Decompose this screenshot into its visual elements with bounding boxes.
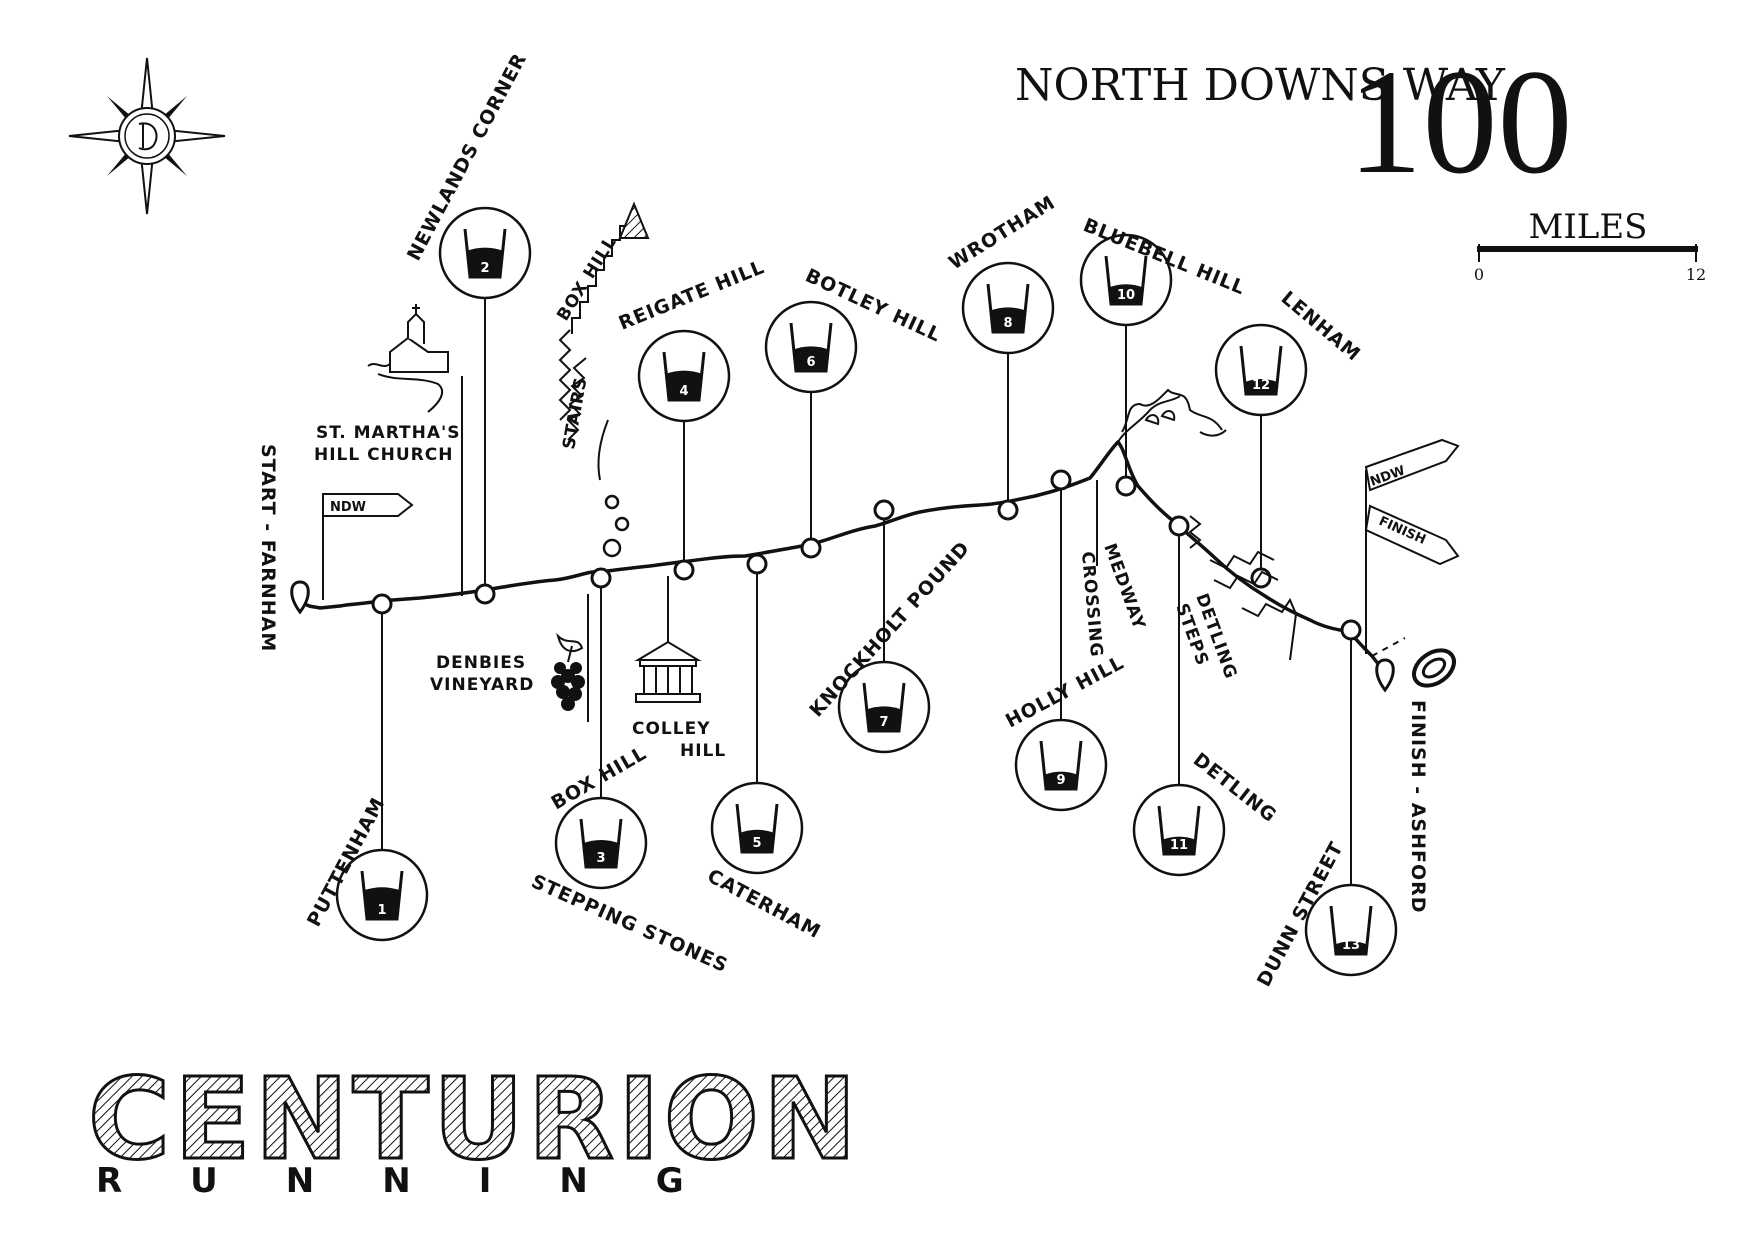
checkpoint-number: 9 xyxy=(1056,773,1065,788)
checkpoint-circle xyxy=(1214,323,1308,417)
cup-fill-icon xyxy=(666,370,702,400)
cup-fill-icon xyxy=(793,346,829,371)
title-text: NORTH DOWNS WAY xyxy=(1015,60,1506,111)
start-sign-text: NDW xyxy=(330,500,366,515)
steps-icon xyxy=(1188,515,1298,661)
checkpoint-circle xyxy=(1304,883,1398,977)
route-node xyxy=(746,553,768,575)
checkpoint-circle xyxy=(1014,718,1108,812)
route-line xyxy=(298,440,1387,674)
title-block: NORTH DOWNS WAY 100 MILES 0 12 xyxy=(1015,39,1706,284)
colley-label-2: HILL xyxy=(680,741,726,761)
vineyard-label-1: DENBIES xyxy=(436,653,526,673)
cup-fill-icon xyxy=(583,840,619,867)
route-node xyxy=(474,583,496,605)
vineyard-label-2: VINEYARD xyxy=(430,675,534,695)
route-node xyxy=(590,567,612,589)
checkpoint-number: 6 xyxy=(806,355,815,370)
checkpoint-number: 1 xyxy=(377,903,386,918)
colley-label-1: COLLEY xyxy=(632,719,711,739)
route-node xyxy=(1050,469,1072,491)
checkpoint-circle xyxy=(1079,233,1173,327)
cup-fill-icon xyxy=(1335,941,1367,954)
checkpoint-number: 3 xyxy=(596,851,605,866)
route-node xyxy=(1340,619,1362,641)
church-label-2: HILL CHURCH xyxy=(314,445,453,465)
route-node xyxy=(1168,515,1190,537)
stairs-label-2: STAIRS xyxy=(559,375,591,451)
checkpoint-circle xyxy=(1132,783,1226,877)
route-node xyxy=(800,537,822,559)
checkpoint-number: 12 xyxy=(1252,378,1270,393)
route-node xyxy=(371,593,393,615)
distance-number: 100 xyxy=(1348,39,1573,205)
medway-label-1: MEDWAY xyxy=(1099,541,1149,633)
checkpoint-number: 8 xyxy=(1003,316,1012,331)
checkpoint-8: 8 WROTHAM xyxy=(945,191,1059,521)
route-node xyxy=(673,559,695,581)
checkpoint-number: 13 xyxy=(1342,938,1360,953)
route-node xyxy=(1115,475,1137,497)
cup-fill-icon xyxy=(866,706,902,731)
cup-fill-icon xyxy=(1162,836,1196,854)
vineyard-icon xyxy=(551,632,585,711)
finish-label: FINISH - ASHFORD xyxy=(1407,700,1429,914)
scale-bar xyxy=(1477,246,1698,252)
church-label-1: ST. MARTHA'S xyxy=(316,423,460,443)
checkpoint-circle xyxy=(710,781,804,875)
scale-max: 12 xyxy=(1686,265,1706,284)
bandstand-icon xyxy=(634,640,702,703)
church-icon xyxy=(367,304,449,413)
miles-label: MILES xyxy=(1529,207,1648,247)
centurion-logo-icon xyxy=(1412,648,1456,688)
brand-name: CENTURION xyxy=(88,1055,861,1185)
cup-fill-icon xyxy=(1044,771,1078,789)
cup-fill-icon xyxy=(1109,284,1143,304)
start-signpost: NDW xyxy=(322,493,414,600)
checkpoint-number: 10 xyxy=(1117,288,1135,303)
cup-fill-icon xyxy=(364,887,400,919)
centurion-running-logo: CENTURION RUNNING xyxy=(87,1054,861,1202)
finish-marker-icon xyxy=(1375,658,1395,693)
stairs-icon xyxy=(558,201,650,558)
route-node xyxy=(873,499,895,521)
compass-rose-icon xyxy=(68,57,226,215)
cup-fill-icon xyxy=(740,829,774,852)
scale-min: 0 xyxy=(1474,265,1484,284)
checkpoint-name: WROTHAM xyxy=(945,191,1059,274)
start-marker-icon xyxy=(290,580,310,615)
river-icon xyxy=(1121,388,1227,437)
cup-fill-icon xyxy=(1244,379,1278,394)
checkpoint-number: 7 xyxy=(879,715,888,730)
cup-fill-icon xyxy=(990,307,1026,332)
finish-signpost: NDW FINISH xyxy=(1364,438,1460,654)
checkpoint-4: 4 REIGATE HILL xyxy=(616,256,768,581)
stairs-label-1: BOX HILL xyxy=(553,233,621,325)
route-node xyxy=(997,499,1019,521)
checkpoint-number: 4 xyxy=(679,384,688,399)
checkpoint-number: 11 xyxy=(1170,838,1188,853)
cup-fill-icon xyxy=(467,247,503,277)
medway-label-2: CROSSING xyxy=(1077,551,1106,659)
start-label: START - FARNHAM xyxy=(257,444,279,652)
checkpoint-name: CATERHAM xyxy=(704,865,825,943)
checkpoint-number: 5 xyxy=(752,836,761,851)
brand-sub: RUNNING xyxy=(96,1161,752,1201)
checkpoint-name: REIGATE HILL xyxy=(616,256,768,335)
checkpoint-number: 2 xyxy=(480,261,489,276)
checkpoint-name-secondary: STEPPING STONES xyxy=(528,870,732,977)
